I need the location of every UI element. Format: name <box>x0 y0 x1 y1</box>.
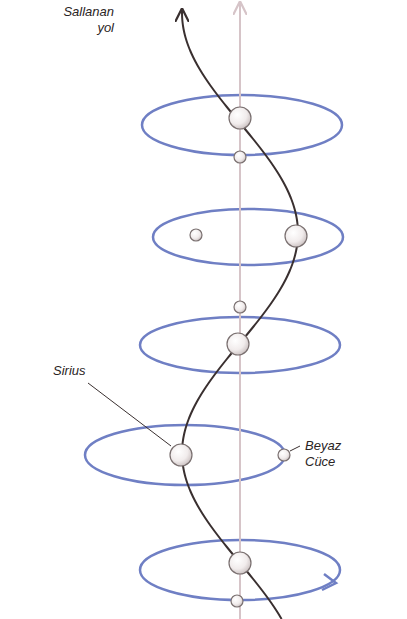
direction-arrowhead <box>322 574 336 590</box>
sirius-star <box>227 333 249 355</box>
orbit-ellipse <box>153 209 343 265</box>
white-dwarf <box>231 595 243 607</box>
sirius-star <box>285 225 307 247</box>
leader-line <box>88 383 171 446</box>
white-dwarf <box>234 301 246 313</box>
orbit-ellipse <box>142 95 342 155</box>
stars <box>170 107 307 607</box>
wobbling-path <box>182 11 298 619</box>
orbit-ellipses <box>85 95 343 600</box>
white-dwarf <box>190 229 202 241</box>
star-label: Sirius <box>53 363 113 379</box>
sirius-star <box>229 107 251 129</box>
sirius-star <box>170 444 192 466</box>
white-dwarf <box>278 449 290 461</box>
white-dwarf <box>234 151 246 163</box>
sirius-star <box>229 552 251 574</box>
leader-line <box>290 446 300 451</box>
path-label: Sallanan yol <box>50 4 114 36</box>
companion-label: Beyaz Cüce <box>305 438 357 470</box>
